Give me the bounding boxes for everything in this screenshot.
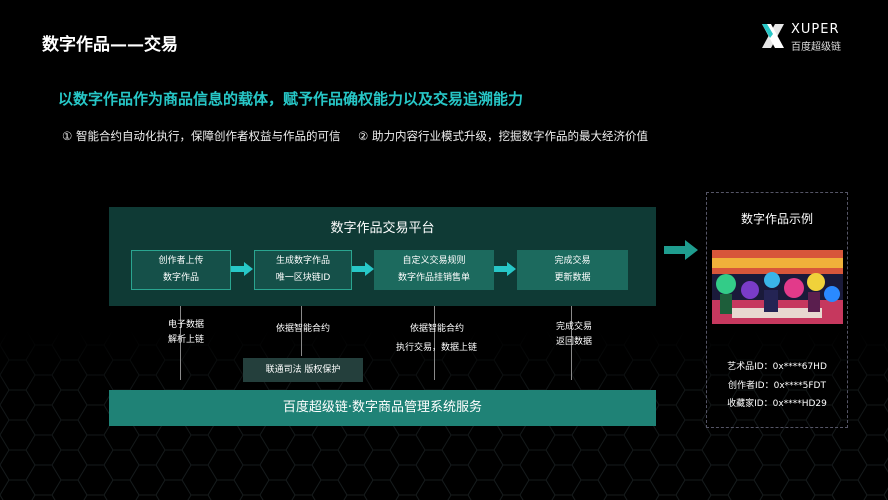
step-label: 完成交易 [554,256,591,266]
judicial-copyright-box: 联通司法 版权保护 [243,358,363,382]
step-trade-rules: 自定义交易规则 数字作品挂销售单 [374,250,494,290]
point-item: ① 智能合约自动化执行，保障创作者权益与作品的可信 [62,129,341,143]
step-label: 创作者上传 [158,256,204,266]
step-caption: 电子数据 解析上链 [168,318,204,348]
step-complete-trade: 完成交易 更新数据 [517,250,628,290]
caption-line: 返回数据 [556,337,593,347]
connector-line [434,292,435,380]
step-generate-id: 生成数字作品 唯一区块链ID [254,250,352,290]
service-bar: 百度超级链·数字商品管理系统服务 [109,390,656,426]
caption-line: 执行交易，数据上链 [396,343,478,353]
example-card: 数字作品示例 艺术品ID：0x****67HD 创作者ID：0x****5FDT… [706,192,848,428]
headline: 以数字作品作为商品信息的载体，赋予作品确权能力以及交易追溯能力 [58,90,524,108]
step-label: 自定义交易规则 [402,256,466,266]
platform-title: 数字作品交易平台 [330,221,435,236]
step-label: 唯一区块链ID [275,273,331,283]
artwork-id: 艺术品ID：0x****67HD [727,362,827,372]
step-label: 数字作品 [162,273,199,283]
step-label: 数字作品挂销售单 [397,273,470,283]
creator-id: 创作者ID：0x****5FDT [728,381,826,391]
trading-platform-panel: 数字作品交易平台 创作者上传 数字作品 生成数字作品 唯一区块链ID 自定义交易… [109,207,656,306]
arrow-right-icon [231,262,253,276]
step-caption: 依据智能合约 [276,322,330,337]
artwork-image [712,250,843,324]
connector-line [180,292,181,380]
example-title: 数字作品示例 [740,212,813,226]
step-label: 生成数字作品 [275,256,330,266]
arrow-right-icon [494,262,516,276]
connector-line [301,292,302,356]
arrow-right-icon [664,240,698,260]
xuper-logo-icon [762,24,784,48]
caption-line: 依据智能合约 [276,324,331,334]
caption-line: 依据智能合约 [410,324,465,334]
step-caption: 完成交易 返回数据 [556,320,592,350]
connector-line [571,292,572,380]
caption-line: 完成交易 [556,322,593,332]
arrow-right-icon [352,262,374,276]
step-label: 更新数据 [554,273,591,283]
point-item: ② 助力内容行业模式升级，挖掘数字作品的最大经济价值 [358,129,648,143]
collector-id: 收藏家ID：0x****HD29 [727,399,827,409]
caption-line: 解析上链 [168,335,205,345]
step-caption: 依据智能合约 执行交易，数据上链 [396,322,477,356]
xuper-logo: XUPER 百度超级链 [760,22,860,53]
logo-name: XUPER [791,22,840,37]
step-upload-work: 创作者上传 数字作品 [131,250,231,290]
logo-subtitle: 百度超级链 [791,42,841,53]
caption-line: 电子数据 [168,320,205,330]
slide-title: 数字作品——交易 [42,35,178,55]
